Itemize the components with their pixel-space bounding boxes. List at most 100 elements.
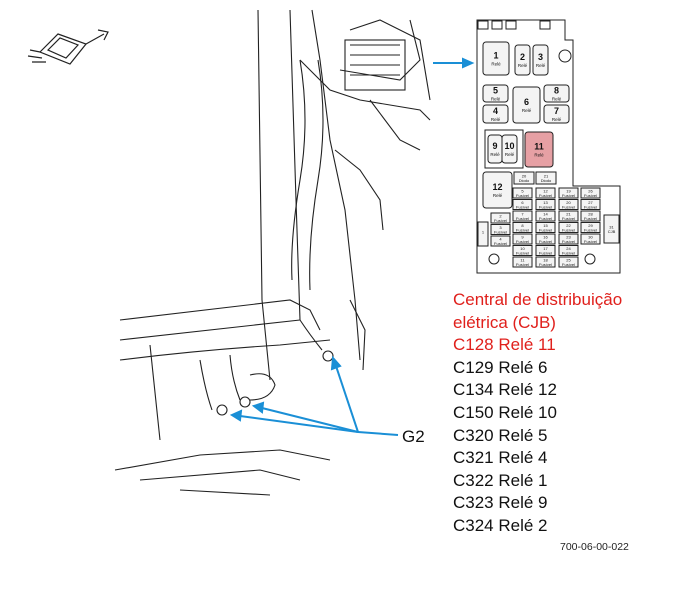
legend-item: C321 Relé 4 <box>453 448 548 468</box>
relay-word: Relé <box>490 152 500 157</box>
fuse-number: 22 <box>566 223 571 228</box>
fuse-word: Fusível <box>562 262 575 267</box>
fuse-number: 15 <box>543 223 548 228</box>
fuse-word: Fusível <box>516 228 529 233</box>
relay-number: 11 <box>534 142 544 152</box>
fuse-word: Fusível <box>539 251 552 256</box>
fuse-word: Fusível <box>562 205 575 210</box>
connector-legend: Central de distribuição elétrica (CJB) C… <box>453 289 622 538</box>
fuse-word: Fusível <box>539 262 552 267</box>
fuse-number: 24 <box>566 246 571 251</box>
fuse-number: 12 <box>543 189 548 194</box>
relay-number: 7 <box>554 106 559 116</box>
fuse-word: CJB <box>608 229 616 234</box>
fuse-word: Fusível <box>516 193 529 198</box>
fuse-number: 14 <box>543 212 548 217</box>
relay-word: Relé <box>552 117 562 122</box>
fuse-word: Fusível <box>539 228 552 233</box>
fuse-number: 7 <box>521 212 524 217</box>
fuse-number: 10 <box>520 246 525 251</box>
body-structure-drawing <box>114 9 431 496</box>
legend-title-line1: Central de distribuição <box>453 290 623 309</box>
legend-item: C324 Relé 2 <box>453 515 548 535</box>
fuse-word: Fusível <box>516 205 529 210</box>
relay-word: Relé <box>534 153 544 158</box>
fuse-word: Fusível <box>539 193 552 198</box>
fuse-number: 21 <box>566 212 571 217</box>
fuse-number: 31 <box>609 225 614 230</box>
fuse-number: 21 <box>544 174 549 179</box>
fuse-number: 9 <box>521 235 524 240</box>
relay-number: 6 <box>524 97 529 107</box>
fuse-number: 2 <box>499 214 502 219</box>
relay-number: 9 <box>492 141 497 151</box>
fuse-word: Fusível <box>562 193 575 198</box>
legend-item: C134 Relé 12 <box>453 380 557 400</box>
fuse-number: 26 <box>588 189 593 194</box>
relay-word: Relé <box>491 117 501 122</box>
relay-word: Relé <box>505 152 515 157</box>
legend-item: C150 Relé 10 <box>453 402 557 422</box>
fuse-number: 5 <box>521 189 524 194</box>
legend-item: C322 Relé 1 <box>453 470 548 490</box>
fuse-word: Fusível <box>584 239 597 244</box>
relay-number: 3 <box>538 52 543 62</box>
relay-word: Relé <box>536 63 546 68</box>
relay-number: 4 <box>493 106 498 116</box>
fuse-number: 3 <box>499 225 502 230</box>
fuse-number: 27 <box>588 200 593 205</box>
relay-word: Relé <box>491 62 501 67</box>
fuse-word: Fusível <box>584 193 597 198</box>
fuse-word: Diodo <box>541 178 552 183</box>
legend-item: C128 Relé 11 <box>453 335 556 355</box>
fuse-number: 8 <box>521 223 524 228</box>
relay-number: 2 <box>520 52 525 62</box>
fuse-number: 6 <box>521 200 524 205</box>
fuse-word: Fusível <box>516 239 529 244</box>
vehicle-direction-icon <box>27 29 109 65</box>
fuse-number: 29 <box>588 223 593 228</box>
relay-number: 5 <box>493 86 498 96</box>
fuse-word: Diodo <box>519 178 530 183</box>
relay-word: Relé <box>518 63 528 68</box>
fuse-number: 4 <box>499 237 502 242</box>
callout-arrows <box>229 57 475 436</box>
fuse-word: Fusível <box>562 251 575 256</box>
fuse-1: 1 <box>477 221 489 247</box>
relay-word: Relé <box>522 108 532 113</box>
fuse-word: Fusível <box>516 251 529 256</box>
fuse-word: Fusível <box>516 216 529 221</box>
